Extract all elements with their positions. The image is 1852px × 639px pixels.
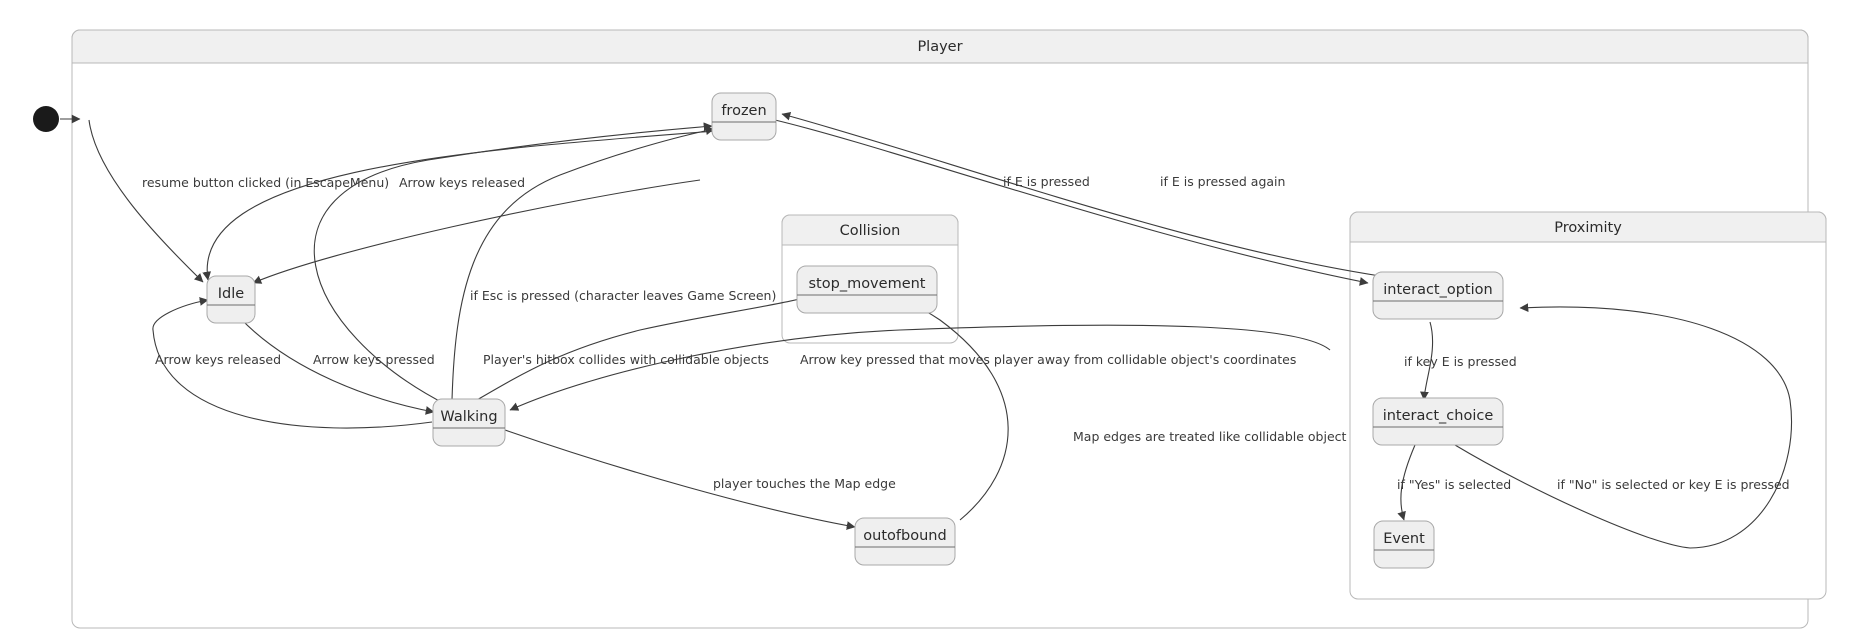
frame-title-proximity: Proximity <box>1554 220 1622 236</box>
edge-label-arrow-keys-released-top: Arrow keys released <box>399 175 525 190</box>
edge-label-hitbox-collides: Player's hitbox collides with collidable… <box>483 352 769 367</box>
edge-stop-movement-to-walking <box>509 324 1331 411</box>
state-walking[interactable]: Walking <box>432 398 506 447</box>
edge-walking-to-outofbound <box>504 429 856 530</box>
state-interact-choice[interactable]: interact_choice <box>1372 397 1504 446</box>
edge-frozen-to-interact-option <box>774 119 1369 286</box>
state-idle[interactable]: Idle <box>206 275 256 324</box>
edge-interact-option-to-frozen <box>781 111 1381 277</box>
edge-label-resume-button: resume button clicked (in EscapeMenu) <box>142 175 389 190</box>
edge-interact-choice-to-interact-option <box>1454 303 1792 549</box>
edge-walking-to-frozen <box>313 122 713 406</box>
initial-state <box>33 106 81 132</box>
edge-label-esc-pressed: if Esc is pressed (character leaves Game… <box>470 288 776 303</box>
edge-label-key-e-pressed: if key E is pressed <box>1404 354 1517 369</box>
edge-interact-option-to-interact-choice <box>1420 321 1434 401</box>
edge-label-no-selected: if "No" is selected or key E is pressed <box>1557 477 1790 492</box>
state-label-stop-movement: stop_movement <box>809 276 926 292</box>
frame-title-player: Player <box>917 39 962 55</box>
state-event[interactable]: Event <box>1373 520 1435 569</box>
state-label-interact-option: interact_option <box>1383 282 1492 298</box>
edge-label-arrow-key-away: Arrow key pressed that moves player away… <box>800 352 1296 367</box>
state-label-event: Event <box>1383 531 1425 547</box>
edge-label-arrow-keys-released-left: Arrow keys released <box>155 352 281 367</box>
edge-label-touches-map-edge: player touches the Map edge <box>713 476 896 491</box>
edge-label-arrow-keys-pressed: Arrow keys pressed <box>313 352 435 367</box>
state-interact-option[interactable]: interact_option <box>1372 271 1504 320</box>
state-label-outofbound: outofbound <box>863 528 946 544</box>
state-stop-movement[interactable]: stop_movement <box>796 265 938 314</box>
frame-title-collision: Collision <box>840 223 901 239</box>
state-frozen[interactable]: frozen <box>711 92 777 141</box>
edge-label-e-pressed-again: if E is pressed again <box>1160 174 1285 189</box>
edge-idle-to-walking <box>239 317 435 415</box>
edge-initial-to-idle <box>88 119 204 283</box>
edge-walking-to-idle-released <box>252 179 701 284</box>
edge-interact-choice-to-event <box>1397 444 1416 521</box>
state-outofbound[interactable]: outofbound <box>854 517 956 566</box>
state-label-frozen: frozen <box>721 103 766 119</box>
edge-frozen-to-idle <box>202 130 717 281</box>
edge-walking-to-stop-movement <box>469 286 841 405</box>
edge-label-yes-selected: if "Yes" is selected <box>1397 477 1511 492</box>
state-label-interact-choice: interact_choice <box>1383 408 1494 424</box>
edge-walking-to-idle <box>152 297 433 429</box>
edge-label-e-pressed: if E is pressed <box>1003 174 1090 189</box>
edge-walking-to-frozen-esc <box>451 126 715 401</box>
state-label-walking: Walking <box>440 409 497 425</box>
edge-label-map-edges-collidable: Map edges are treated like collidable ob… <box>1073 429 1347 444</box>
state-label-idle: Idle <box>218 286 245 302</box>
